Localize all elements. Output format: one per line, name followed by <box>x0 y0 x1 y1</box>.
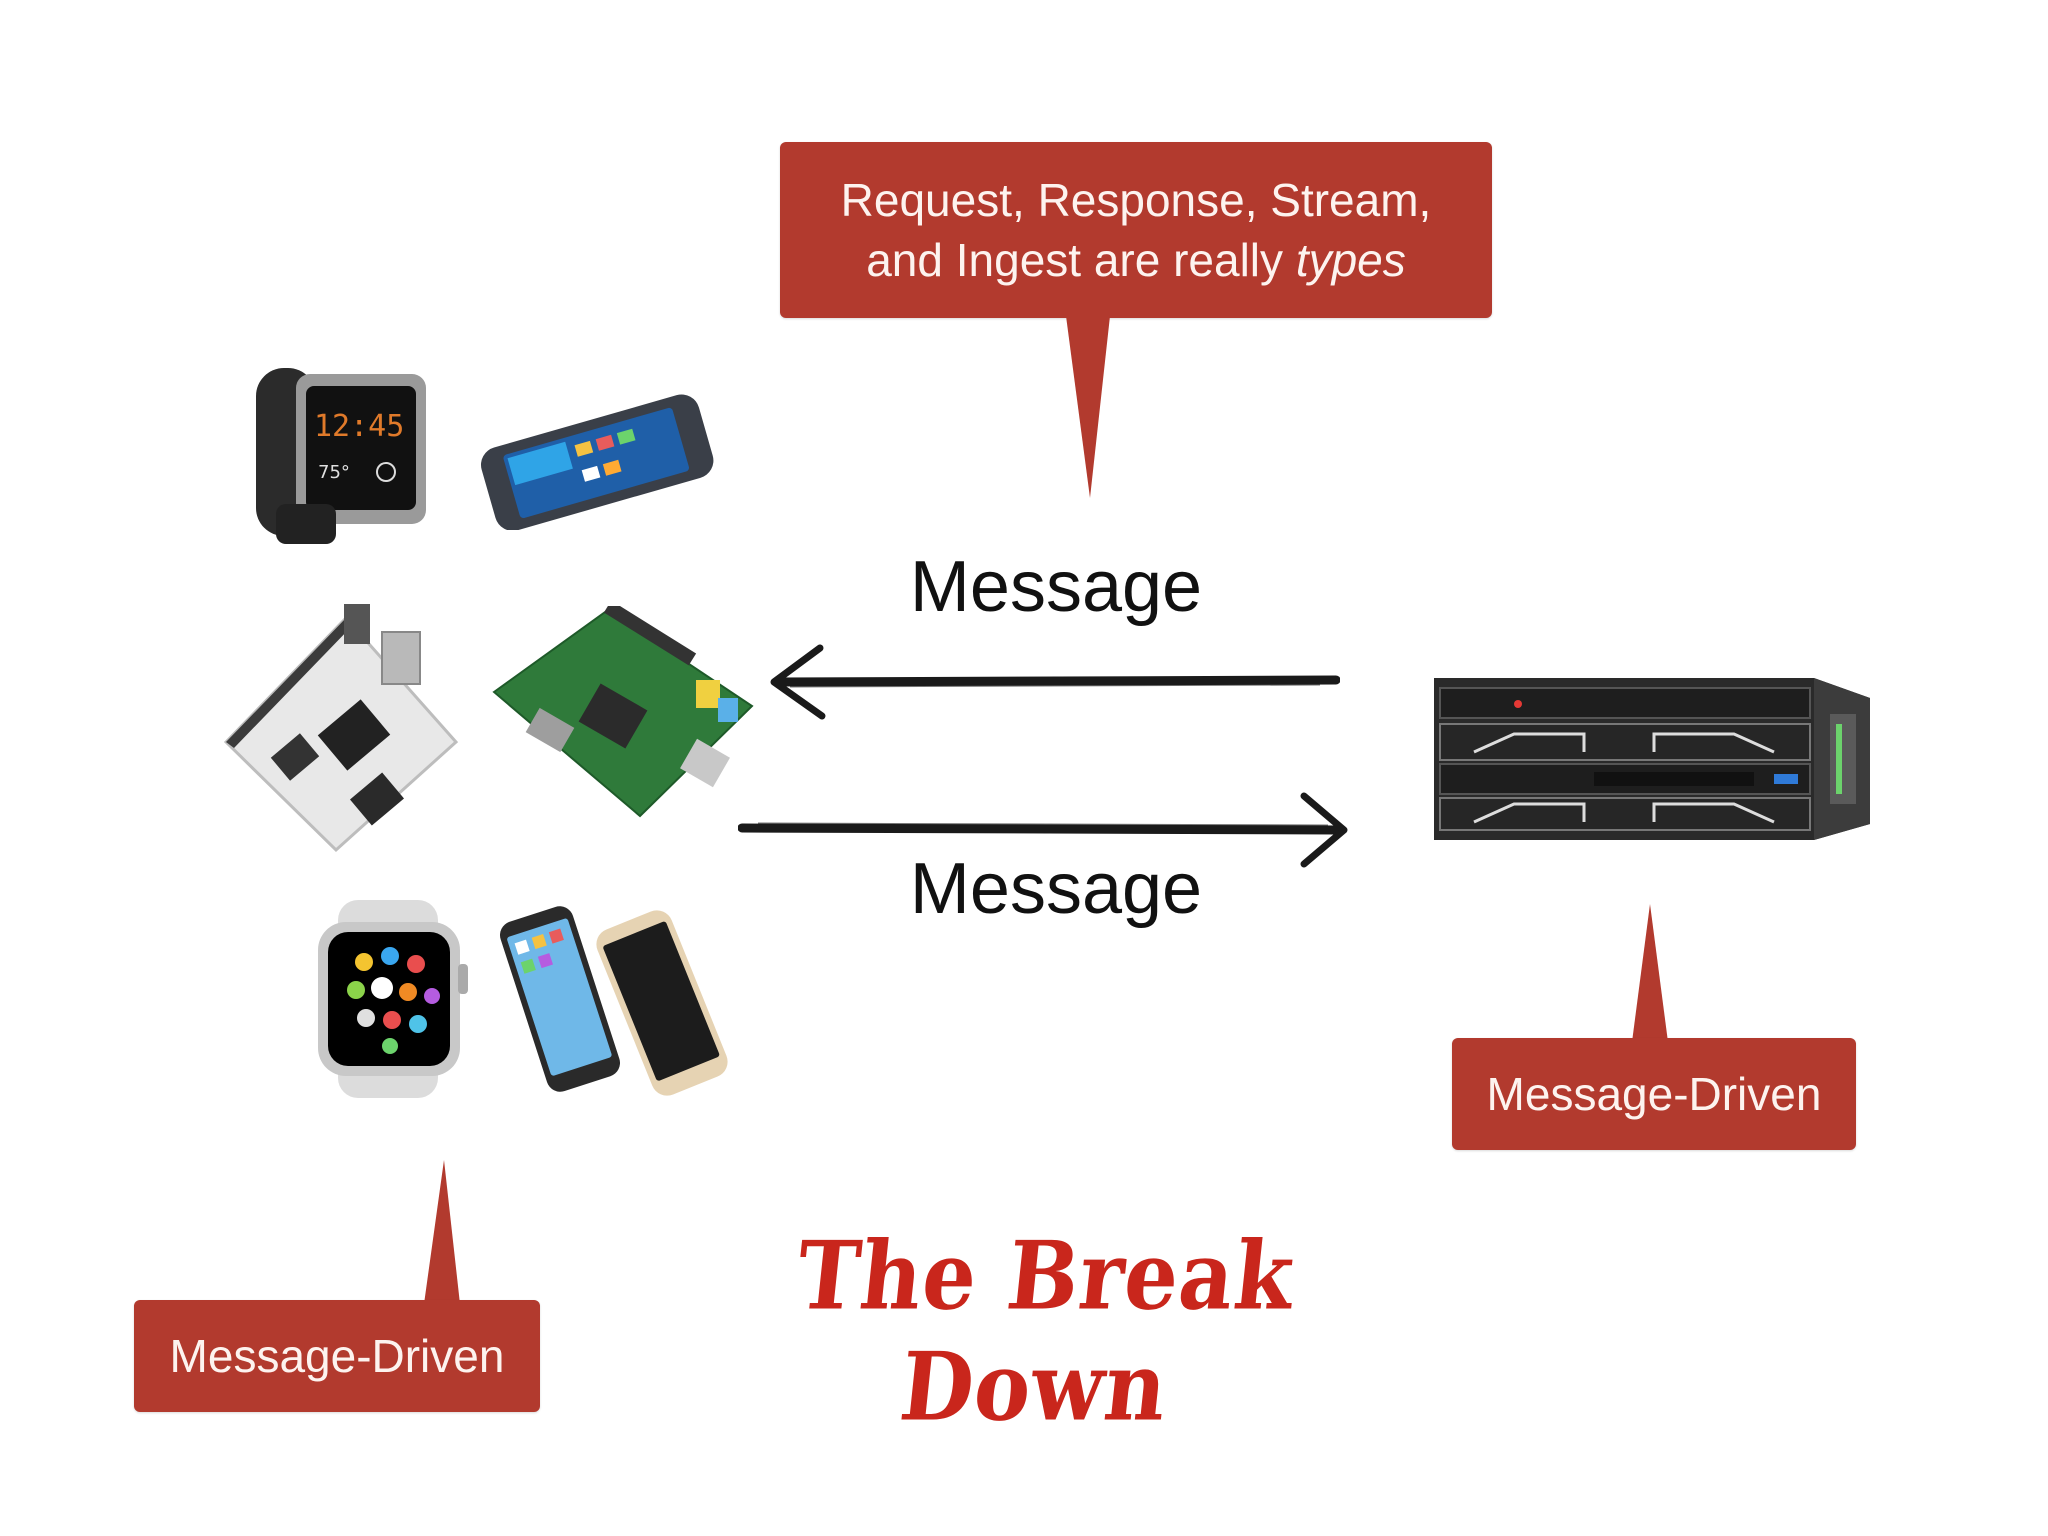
watch-temp: 75° <box>318 462 350 483</box>
callout-types-emphasis: types <box>1295 234 1406 286</box>
arrow-to-devices <box>770 644 1340 720</box>
callout-devices-message-driven: Message-Driven <box>134 1300 540 1412</box>
smartwatch-icon: 12:45 75° <box>256 368 426 544</box>
callout-devices-label: Message-Driven <box>169 1330 505 1382</box>
raspberry-pi-board-icon <box>492 606 754 818</box>
watch-time: 12:45 <box>314 409 404 444</box>
callout-types-line2-prefix: and Ingest are really <box>866 234 1296 286</box>
android-phone-icon <box>480 394 714 530</box>
callout-server-message-driven: Message-Driven <box>1452 1038 1856 1150</box>
beaglebone-board-icon <box>223 604 459 853</box>
callout-server-label: Message-Driven <box>1486 1068 1822 1120</box>
message-label-top: Message <box>909 547 1203 627</box>
message-label-bottom: Message <box>909 849 1203 929</box>
callout-types-line1: Request, Response, Stream, <box>840 174 1432 226</box>
callout-types-tail <box>1066 316 1110 498</box>
apple-watch-icon <box>318 900 468 1098</box>
callout-server-tail <box>1632 904 1668 1042</box>
slide-title: The Break Down <box>791 1220 1300 1442</box>
iphone-gold-icon <box>596 910 728 1096</box>
callout-devices-tail <box>424 1160 460 1304</box>
callout-types-line2: and Ingest are really types <box>841 230 1432 290</box>
arrow-to-server <box>738 792 1348 868</box>
server-rack-icon <box>1434 678 1870 840</box>
callout-message-types: Request, Response, Stream, and Ingest ar… <box>780 142 1492 318</box>
iphone-blue-icon <box>500 906 620 1092</box>
